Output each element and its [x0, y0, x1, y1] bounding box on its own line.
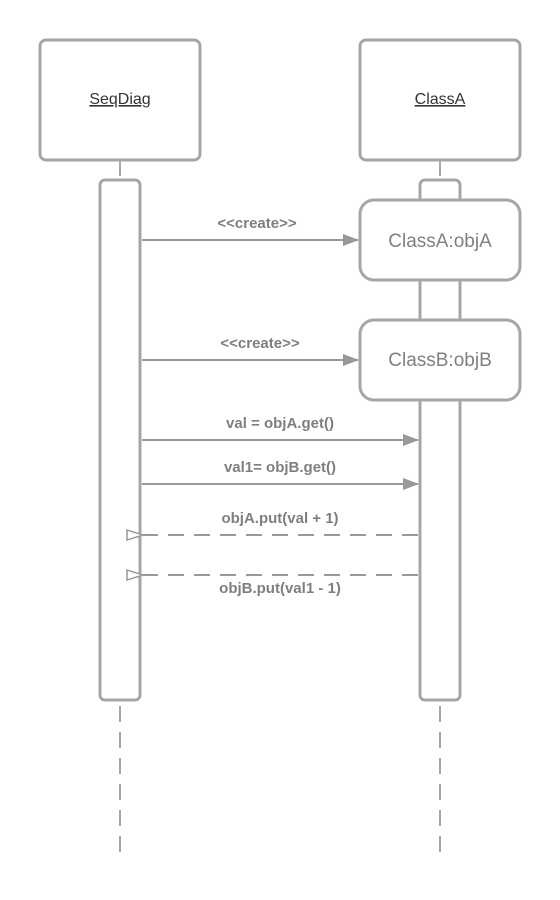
message-label: val = objA.get(): [226, 415, 334, 432]
participant-box: [38, 38, 202, 162]
object-label: ClassA:objA: [388, 231, 492, 252]
activation-bar-classa: [418, 178, 462, 702]
message-create-objA[interactable]: <<create>>: [142, 215, 359, 246]
message-label: objA.put(val + 1): [221, 510, 338, 527]
object-objA[interactable]: ClassA:objA: [358, 198, 522, 282]
participant-seqdiag[interactable]: SeqDiag: [38, 38, 202, 162]
message-objB-put[interactable]: objB.put(val1 - 1): [143, 575, 418, 597]
message-create-objB[interactable]: <<create>>: [142, 335, 359, 366]
message-objB-get[interactable]: val1= objB.get(): [142, 459, 419, 490]
message-label: <<create>>: [220, 335, 299, 352]
message-label: val1= objB.get(): [224, 459, 336, 476]
object-box: [358, 318, 522, 402]
activation-bar-seqdiag: [98, 178, 142, 702]
object-box: [358, 198, 522, 282]
participant-box: [358, 38, 522, 162]
participant-classa[interactable]: ClassA: [358, 38, 522, 162]
message-objA-put[interactable]: objA.put(val + 1): [143, 510, 418, 535]
participant-label: ClassA: [415, 91, 466, 108]
message-label: objB.put(val1 - 1): [219, 580, 341, 597]
message-objA-get[interactable]: val = objA.get(): [142, 415, 419, 446]
object-label: ClassB:objB: [388, 350, 492, 371]
participant-label: SeqDiag: [89, 91, 150, 108]
message-label: <<create>>: [217, 215, 296, 232]
object-objB[interactable]: ClassB:objB: [358, 318, 522, 402]
